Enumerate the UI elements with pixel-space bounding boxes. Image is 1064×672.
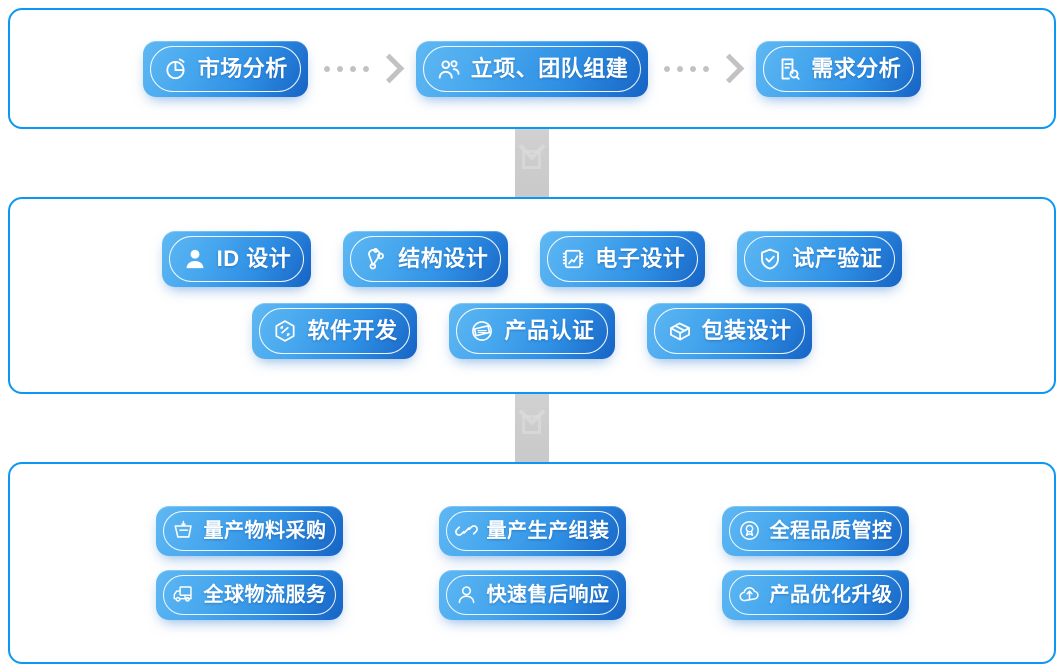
package-box-icon	[667, 318, 693, 344]
step-electronic-design[interactable]: 电子设计	[540, 231, 706, 288]
step-label: 产品优化升级	[769, 583, 893, 606]
section-planning: 市场分析 立项、团队组建	[8, 8, 1056, 130]
step-label: 试产验证	[792, 246, 883, 272]
dotted-arrow-right-2	[664, 53, 745, 84]
design-row-1: ID 设计 结构设计	[10, 231, 1054, 288]
structure-nodes-icon	[363, 246, 389, 272]
production-row-2: 全球物流服务 快速售后响应	[10, 569, 1054, 620]
step-product-optimization-upgrade[interactable]: 产品优化升级	[721, 569, 909, 620]
step-trial-production-validation[interactable]: 试产验证	[737, 231, 903, 288]
arrow-dot	[677, 65, 684, 72]
step-label: 结构设计	[398, 246, 489, 272]
user-avatar-icon	[182, 246, 208, 272]
step-label: 需求分析	[811, 55, 902, 81]
section-mass-production-service: 量产物料采购 量产生产组装	[8, 461, 1056, 664]
pie-chart-icon	[163, 56, 189, 82]
document-search-icon	[776, 56, 802, 82]
delivery-truck-icon	[172, 583, 195, 606]
step-requirement-analysis[interactable]: 需求分析	[756, 40, 922, 97]
step-product-certification[interactable]: 产品认证	[449, 303, 615, 360]
step-label: 包装设计	[701, 318, 792, 344]
step-project-team-setup[interactable]: 立项、团队组建	[415, 40, 649, 97]
connector-design-to-production	[8, 387, 1056, 468]
step-market-analysis[interactable]: 市场分析	[142, 40, 308, 97]
step-label: ID 设计	[216, 246, 292, 272]
step-label: 量产物料采购	[203, 519, 327, 542]
support-person-icon	[455, 583, 478, 606]
connector-planning-to-design	[8, 123, 1056, 204]
link-chain-icon	[454, 519, 478, 542]
arrow-dot	[362, 65, 369, 72]
step-id-design[interactable]: ID 设计	[161, 231, 312, 288]
step-label: 全程品质管控	[769, 519, 893, 542]
step-structure-design[interactable]: 结构设计	[343, 231, 509, 288]
step-label: 量产生产组装	[486, 519, 610, 542]
step-full-quality-control[interactable]: 全程品质管控	[721, 505, 909, 556]
arrow-dot	[349, 65, 356, 72]
cloud-upload-icon	[738, 583, 761, 606]
step-label: 立项、团队组建	[470, 55, 629, 81]
arrow-dot	[336, 65, 343, 72]
quality-medal-icon	[738, 519, 761, 542]
section-design-development: ID 设计 结构设计	[8, 197, 1056, 394]
arrow-dot	[664, 65, 671, 72]
chevron-right-icon	[374, 53, 405, 84]
shield-check-icon	[757, 246, 783, 272]
step-label: 快速售后响应	[486, 583, 610, 606]
design-row-2: 软件开发 产品认证	[10, 303, 1054, 360]
arrow-dot	[703, 65, 710, 72]
step-global-logistics-service[interactable]: 全球物流服务	[155, 569, 343, 620]
step-label: 产品认证	[504, 318, 595, 344]
certification-stamp-icon	[469, 318, 495, 344]
step-software-development[interactable]: 软件开发	[252, 303, 418, 360]
step-packaging-design[interactable]: 包装设计	[646, 303, 812, 360]
production-row-1: 量产物料采购 量产生产组装	[10, 505, 1054, 556]
down-arrow-block-icon	[515, 123, 549, 204]
step-label: 市场分析	[197, 55, 288, 81]
step-label: 电子设计	[595, 246, 686, 272]
planning-row: 市场分析 立项、团队组建	[10, 40, 1054, 97]
step-label: 软件开发	[307, 318, 398, 344]
shopping-cart-icon	[172, 519, 195, 542]
step-mass-production-assembly[interactable]: 量产生产组装	[438, 505, 626, 556]
down-arrow-block-icon	[515, 387, 549, 468]
step-mass-material-procurement[interactable]: 量产物料采购	[155, 505, 343, 556]
step-label: 全球物流服务	[203, 583, 327, 606]
step-fast-after-sales-response[interactable]: 快速售后响应	[438, 569, 626, 620]
arrow-dot	[323, 65, 330, 72]
users-group-icon	[436, 56, 462, 82]
chevron-right-icon	[714, 53, 745, 84]
circuit-chart-icon	[560, 246, 586, 272]
arrow-dot	[690, 65, 697, 72]
dotted-arrow-right-1	[323, 53, 405, 84]
cube-code-icon	[272, 318, 298, 344]
